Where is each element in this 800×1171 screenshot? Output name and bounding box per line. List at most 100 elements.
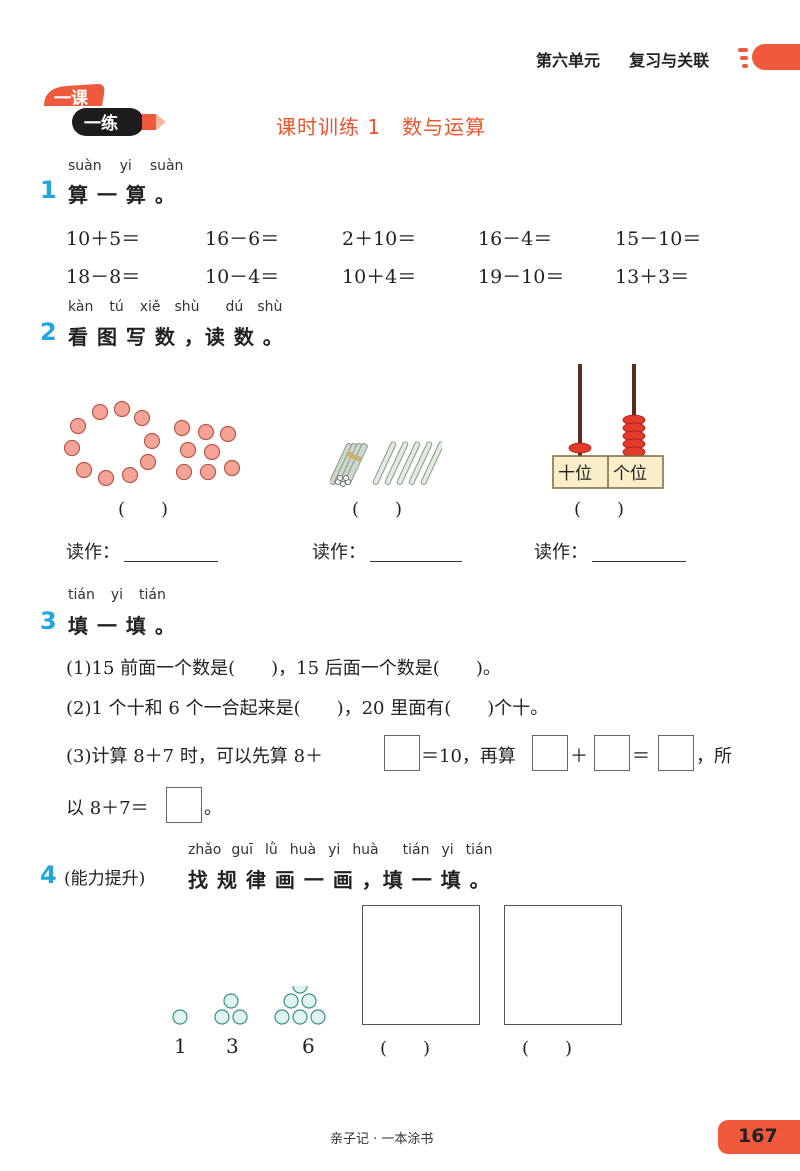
bead <box>97 469 115 487</box>
q3-line-3d: ＝ <box>632 746 650 767</box>
answer-paren: ( ) <box>352 499 403 520</box>
unit-label: 第六单元 复习与关联 <box>536 47 709 71</box>
q3-title: 填 一 填 。 <box>68 614 176 638</box>
q2-title: 看 图 写 数 ，读 数 。 <box>68 325 284 349</box>
answer-box[interactable] <box>166 787 202 823</box>
single-stick <box>372 441 397 485</box>
q4-title: 找 规 律 画 一 画 ，填 一 填 。 <box>188 868 491 892</box>
q1-title: 算 一 算 。 <box>68 183 176 207</box>
answer-box[interactable] <box>658 735 694 771</box>
q3-line-3e: ，所 <box>696 746 732 767</box>
section-name: 复习与关联 <box>629 51 710 70</box>
read-as-label: 读作： <box>534 542 588 563</box>
bead <box>179 441 197 459</box>
abacus-bead <box>568 442 592 454</box>
q1-problem: 10＋5＝ <box>66 228 141 250</box>
bead <box>173 419 191 437</box>
logo-text-bottom: 一练 <box>84 113 118 134</box>
pattern-circle <box>232 1009 248 1025</box>
answer-box[interactable] <box>532 735 568 771</box>
pattern-circle <box>292 1009 308 1025</box>
abacus-ones-label: 个位 <box>613 464 647 484</box>
q1-problem: 16－4＝ <box>478 228 553 250</box>
single-stick <box>396 441 421 485</box>
q3-line-3a: (3)计算 8＋7 时，可以先算 8＋ <box>66 746 324 767</box>
bead <box>91 403 109 421</box>
q3-line-4a: 以 8＋7＝ <box>66 798 149 819</box>
bead <box>197 423 215 441</box>
q3-line-3c: ＋ <box>570 746 588 767</box>
bead <box>139 453 157 471</box>
bead <box>121 466 139 484</box>
pattern-circle <box>172 1009 188 1025</box>
answer-paren: ( ) <box>574 499 625 520</box>
answer-paren: ( ) <box>118 499 169 520</box>
page-number: 167 <box>738 1125 778 1147</box>
sequence-number: 6 <box>302 1034 315 1058</box>
single-stick <box>420 441 442 485</box>
logo-pen-point <box>156 114 166 130</box>
bead <box>75 461 93 479</box>
bead <box>175 463 193 481</box>
bead <box>63 439 81 457</box>
q1-problem: 16－6＝ <box>205 228 280 250</box>
page-number-tab <box>718 1120 800 1154</box>
bead <box>199 463 217 481</box>
q1-problem: 10＋4＝ <box>342 266 417 288</box>
q3-line-4b: 。 <box>204 798 222 819</box>
pattern-circle <box>283 993 299 1009</box>
q4-tag: (能力提升) <box>64 869 146 889</box>
draw-box[interactable] <box>504 905 622 1025</box>
abacus-picture: 十位 个位 <box>552 364 664 489</box>
q1-problem: 10－4＝ <box>205 266 280 288</box>
single-stick <box>384 441 409 485</box>
header-accent-bar <box>752 44 800 70</box>
q1-problem: 15－10＝ <box>615 228 702 250</box>
abacus-tens-label: 十位 <box>558 464 592 484</box>
bead <box>143 432 161 450</box>
bead <box>203 443 221 461</box>
q3-number: 3 <box>40 607 57 635</box>
abacus-rod-tens <box>578 364 582 456</box>
unit-name: 第六单元 <box>536 51 601 70</box>
draw-box[interactable] <box>362 905 480 1025</box>
answer-box[interactable] <box>384 735 420 771</box>
lesson-logo: 一课 一练 <box>44 84 166 136</box>
q4-number: 4 <box>40 861 57 889</box>
answer-paren: ( ) <box>380 1038 431 1059</box>
q1-problem: 13＋3＝ <box>615 266 690 288</box>
logo-pen-tip <box>142 114 156 130</box>
answer-box[interactable] <box>594 735 630 771</box>
pattern-circle <box>292 986 308 994</box>
sticks-picture <box>330 441 442 487</box>
q1-problem: 2＋10＝ <box>342 228 417 250</box>
header-dash <box>742 64 748 68</box>
bundle-band <box>345 450 363 463</box>
read-as-line[interactable] <box>370 561 462 562</box>
q2-number: 2 <box>40 318 57 346</box>
pattern-circle <box>274 1009 290 1025</box>
read-as-label: 读作： <box>312 542 366 563</box>
sequence-number: 3 <box>226 1034 239 1058</box>
logo-top-badge <box>44 84 105 106</box>
q1-number: 1 <box>40 176 57 204</box>
answer-paren: ( ) <box>522 1038 573 1059</box>
read-as-line[interactable] <box>124 561 218 562</box>
circle-pattern <box>172 986 326 1025</box>
q1-problem: 19－10＝ <box>478 266 565 288</box>
q3-line-2: (2)1 个十和 6 个一合起来是( )，20 里面有( )个十。 <box>66 698 549 719</box>
bead <box>113 400 131 418</box>
bead <box>133 409 151 427</box>
single-stick <box>408 441 433 485</box>
logo-bottom-badge <box>72 108 144 136</box>
read-as-line[interactable] <box>592 561 686 562</box>
beads-picture <box>63 400 241 487</box>
read-as-label: 读作： <box>66 542 120 563</box>
pattern-circle <box>301 993 317 1009</box>
bead <box>223 459 241 477</box>
header-dash <box>740 56 748 60</box>
q3-line-1: (1)15 前面一个数是( )，15 后面一个数是( )。 <box>66 658 501 679</box>
pattern-circle <box>223 993 239 1009</box>
footer-brand: 亲子记 · 一本涂书 <box>330 1132 434 1147</box>
